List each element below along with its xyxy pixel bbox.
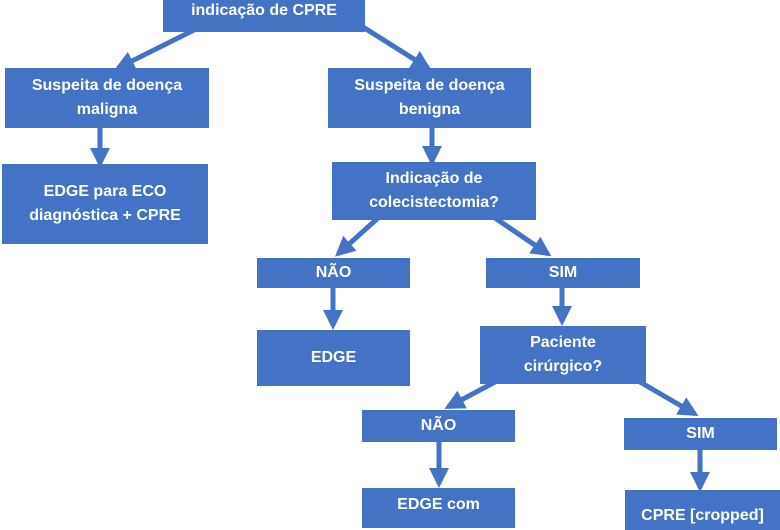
node-sim-surgical: SIM [624,418,777,450]
arrow-surgical-to-nao2 [444,379,497,410]
node-cholecystectomy-indication: Indicação de colecistectomia? [332,162,536,220]
node-cpre-indication: indicação de CPRE [163,0,365,32]
arrow-chole-to-nao1 [335,216,380,257]
node-sim-cholecystectomy: SIM [486,258,640,288]
node-edge-eco-diagnostic-cpre: EDGE para ECO diagnóstica + CPRE [2,164,208,244]
node-edge-com: EDGE com [362,488,515,528]
node-cpre-cropped: CPRE [cropped] [625,490,780,530]
connector-arrows [90,19,710,492]
node-edge: EDGE [257,330,410,386]
arrow-root-to-benign [353,19,432,71]
node-suspected-benign-disease: Suspeita de doença benigna [328,68,531,128]
node-suspected-malignant-disease: Suspeita de doença maligna [5,68,209,128]
arrow-surgical-to-sim2 [638,379,699,417]
node-nao-surgical: NÃO [362,410,515,442]
arrow-chole-to-sim1 [493,215,552,257]
node-surgical-patient: Paciente cirúrgico? [480,326,646,384]
node-nao-cholecystectomy: NÃO [257,258,410,288]
